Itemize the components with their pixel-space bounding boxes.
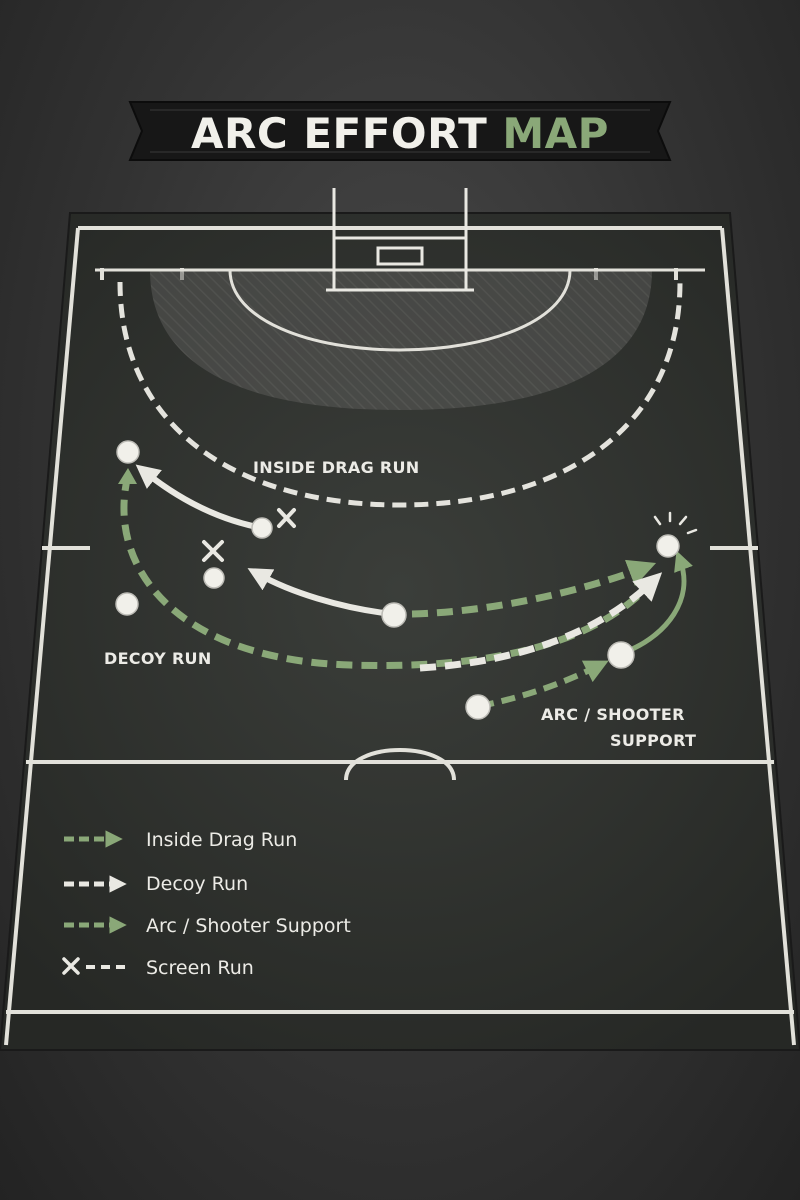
legend-item-screen: Screen Run bbox=[62, 957, 254, 979]
diagram-labels: INSIDE DRAG RUN DECOY RUN ARC / SHOOTER … bbox=[104, 458, 696, 750]
shooting-circle-hatch bbox=[150, 270, 652, 410]
svg-text:Arc / Shooter Support: Arc / Shooter Support bbox=[146, 915, 351, 937]
decoy-long-arc bbox=[120, 474, 655, 669]
inner-arc bbox=[228, 269, 572, 352]
player-decoy bbox=[115, 592, 139, 616]
title-banner: ARC EFFORT MAP bbox=[128, 101, 672, 161]
label-inside-drag-run: INSIDE DRAG RUN bbox=[253, 458, 420, 477]
player-right bbox=[607, 641, 635, 669]
player-screen bbox=[251, 517, 273, 539]
shooter-support-dashed bbox=[479, 660, 609, 709]
goal bbox=[326, 188, 474, 292]
player-bottom bbox=[465, 694, 491, 720]
decoy-long-arc-white bbox=[419, 572, 663, 672]
label-arc-line3: SUPPORT bbox=[610, 731, 696, 750]
inside-drag-arrow bbox=[135, 464, 263, 531]
players bbox=[115, 440, 680, 720]
label-arc-line1: ARC / bbox=[541, 705, 590, 724]
player-mid-left bbox=[203, 567, 225, 589]
runs bbox=[118, 464, 693, 709]
defender-markers bbox=[202, 508, 296, 562]
x-marker-screen bbox=[277, 508, 296, 528]
pitch bbox=[0, 188, 800, 1051]
player-shooter bbox=[656, 534, 680, 558]
svg-text:Decoy Run: Decoy Run bbox=[146, 873, 248, 895]
svg-text:Screen Run: Screen Run bbox=[146, 957, 254, 979]
player-top-left bbox=[116, 440, 140, 464]
decoy-arrowhead bbox=[118, 468, 137, 484]
support-dashed-arrow bbox=[411, 559, 657, 618]
player-center bbox=[381, 602, 407, 628]
arc-support-arrow bbox=[629, 550, 693, 653]
svg-text:Inside Drag Run: Inside Drag Run bbox=[146, 829, 297, 851]
label-decoy-run: DECOY RUN bbox=[104, 649, 212, 668]
page-title: ARC EFFORT MAP bbox=[191, 109, 609, 158]
field-lines bbox=[4, 226, 796, 1046]
legend: Inside Drag Run Decoy Run Arc / Shooter … bbox=[62, 829, 351, 979]
dashed-circle bbox=[117, 281, 683, 508]
cut-back-arrow bbox=[247, 568, 393, 617]
label-arc-line2: SHOOTER bbox=[596, 705, 684, 724]
legend-item-decoy: Decoy Run bbox=[64, 873, 248, 895]
x-marker-left bbox=[202, 540, 224, 562]
legend-item-arc-support: Arc / Shooter Support bbox=[64, 915, 351, 937]
center-arc bbox=[344, 748, 456, 781]
legend-x-icon bbox=[62, 957, 80, 975]
legend-item-inside-drag: Inside Drag Run bbox=[64, 829, 297, 851]
shooter-burst-icon bbox=[653, 511, 698, 535]
